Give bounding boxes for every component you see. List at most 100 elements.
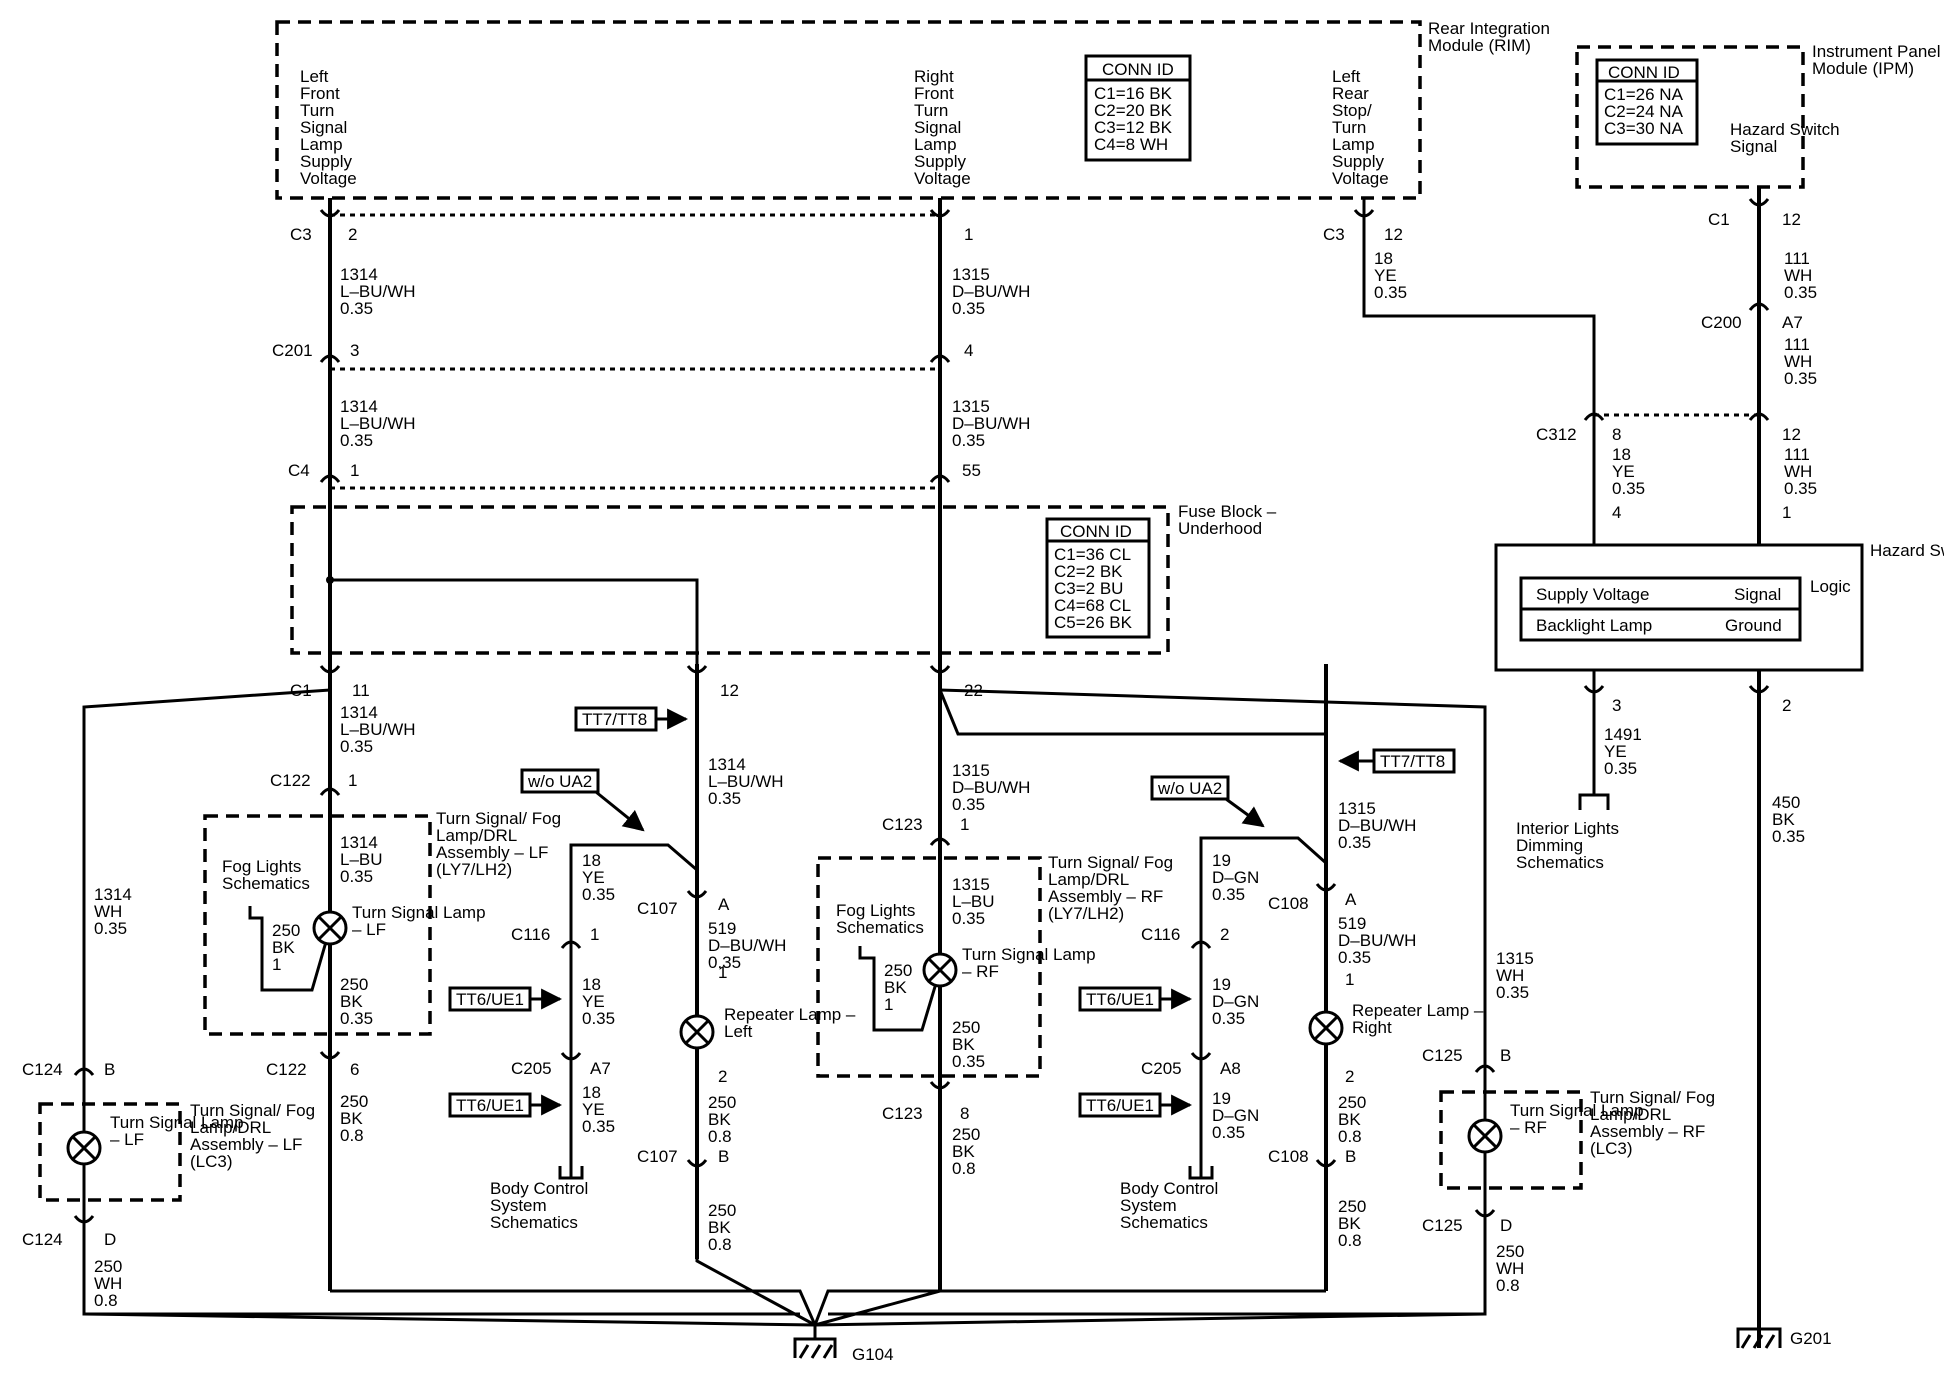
svg-text:250: 250 bbox=[94, 1257, 122, 1276]
pin-label: 8 bbox=[1612, 425, 1621, 444]
svg-text:w/o UA2: w/o UA2 bbox=[527, 772, 592, 791]
rim-conn-id-title: CONN ID bbox=[1102, 60, 1174, 79]
svg-text:0.35: 0.35 bbox=[1212, 885, 1245, 904]
svg-text:0.35: 0.35 bbox=[1338, 833, 1371, 852]
svg-text:1315: 1315 bbox=[952, 265, 990, 284]
fuse-conn-id-row: C4=68 CL bbox=[1054, 596, 1131, 615]
svg-text:0.35: 0.35 bbox=[708, 789, 741, 808]
repeater-lamp-left: Repeater Lamp –Left bbox=[679, 1005, 856, 1050]
svg-text:YE: YE bbox=[582, 868, 605, 887]
repeater-left-label: Repeater Lamp –Left bbox=[724, 1005, 856, 1041]
connector-labels: C3 C3 C201 C4 C1 C122 C122 C123 C123 C12… bbox=[22, 210, 1742, 1249]
svg-text:1491: 1491 bbox=[1604, 725, 1642, 744]
repeater-lamp-right: Repeater Lamp –Right bbox=[1308, 1001, 1484, 1046]
wire-label: 19D–GN0.35 bbox=[1212, 975, 1259, 1028]
svg-text:L–BU/WH: L–BU/WH bbox=[340, 282, 416, 301]
pin-label: 8 bbox=[960, 1104, 969, 1123]
svg-text:BK: BK bbox=[1338, 1110, 1361, 1129]
pin-label: 1 bbox=[1345, 970, 1354, 989]
svg-text:1315: 1315 bbox=[1338, 799, 1376, 818]
svg-text:0.35: 0.35 bbox=[1212, 1009, 1245, 1028]
hazard-supply-voltage: Supply Voltage bbox=[1536, 585, 1649, 604]
svg-text:0.35: 0.35 bbox=[582, 1117, 615, 1136]
wires bbox=[82, 187, 1761, 1348]
rim-conn-id-row: C1=16 BK bbox=[1094, 84, 1173, 103]
pin-label: 6 bbox=[350, 1060, 359, 1079]
svg-text:19: 19 bbox=[1212, 975, 1231, 994]
svg-text:1314: 1314 bbox=[340, 397, 378, 416]
pin-label: D bbox=[104, 1230, 116, 1249]
svg-text:0.35: 0.35 bbox=[952, 299, 985, 318]
pin-label: 4 bbox=[964, 341, 973, 360]
svg-text:WH: WH bbox=[1496, 1259, 1524, 1278]
svg-text:18: 18 bbox=[1612, 445, 1631, 464]
pin-label: 2 bbox=[348, 225, 357, 244]
lamp-lf-label: Turn Signal Lamp– LF bbox=[352, 903, 486, 939]
pin-label: 1 bbox=[718, 963, 727, 982]
svg-text:450: 450 bbox=[1772, 793, 1800, 812]
svg-text:TT6/UE1: TT6/UE1 bbox=[456, 990, 524, 1009]
svg-text:TT7/TT8: TT7/TT8 bbox=[582, 710, 647, 729]
ipm-conn-id-row: C2=24 NA bbox=[1604, 102, 1684, 121]
svg-text:0.35: 0.35 bbox=[340, 431, 373, 450]
svg-text:19: 19 bbox=[1212, 851, 1231, 870]
ipm-conn-id-row: C1=26 NA bbox=[1604, 85, 1684, 104]
svg-text:0.8: 0.8 bbox=[952, 1159, 976, 1178]
rim-conn-id-row: C3=12 BK bbox=[1094, 118, 1173, 137]
conn-c312-label: C312 bbox=[1536, 425, 1577, 444]
tag-woua2-right: w/o UA2 bbox=[1150, 775, 1265, 828]
svg-text:1314: 1314 bbox=[340, 265, 378, 284]
conn-c116-label: C116 bbox=[511, 925, 550, 944]
svg-text:WH: WH bbox=[1784, 462, 1812, 481]
fuse-block-underhood: Fuse Block –Underhood CONN ID C1=36 CL C… bbox=[290, 502, 1277, 664]
svg-text:1314: 1314 bbox=[340, 833, 378, 852]
pin-label: A bbox=[718, 895, 730, 914]
pin-label: B bbox=[1500, 1046, 1511, 1065]
svg-text:BK: BK bbox=[884, 978, 907, 997]
svg-text:D–GN: D–GN bbox=[1212, 1106, 1259, 1125]
rim-conn-id-row: C2=20 BK bbox=[1094, 101, 1173, 120]
rim-conn-id-row: C4=8 WH bbox=[1094, 135, 1168, 154]
pin-label: 22 bbox=[964, 681, 983, 700]
pin-label: 1 bbox=[348, 771, 357, 790]
g201-label: G201 bbox=[1790, 1329, 1832, 1348]
svg-text:BK: BK bbox=[340, 992, 363, 1011]
pin-label: B bbox=[1345, 1147, 1356, 1166]
svg-text:D–BU/WH: D–BU/WH bbox=[708, 936, 786, 955]
pin-label: B bbox=[104, 1060, 115, 1079]
svg-text:L–BU/WH: L–BU/WH bbox=[340, 720, 416, 739]
svg-text:1315: 1315 bbox=[952, 761, 990, 780]
svg-text:0.35: 0.35 bbox=[582, 885, 615, 904]
wire-label: 19D–GN0.35 bbox=[1212, 851, 1259, 904]
svg-text:0.35: 0.35 bbox=[340, 737, 373, 756]
svg-text:D–BU/WH: D–BU/WH bbox=[1338, 816, 1416, 835]
pin-label: 1 bbox=[960, 815, 969, 834]
svg-text:250: 250 bbox=[952, 1018, 980, 1037]
conn-c4-label: C4 bbox=[288, 461, 310, 480]
hazard-switch: Hazard Switch Logic Supply Voltage Signa… bbox=[1494, 541, 1944, 672]
svg-text:0.35: 0.35 bbox=[340, 299, 373, 318]
svg-text:0.8: 0.8 bbox=[1496, 1276, 1520, 1295]
rim-conn-id-table: CONN ID C1=16 BK C2=20 BK C3=12 BK C4=8 … bbox=[1084, 54, 1192, 162]
pin-label: B bbox=[718, 1147, 729, 1166]
svg-text:WH: WH bbox=[1784, 266, 1812, 285]
pin-label: 2 bbox=[1220, 925, 1229, 944]
svg-text:0.35: 0.35 bbox=[1212, 1123, 1245, 1142]
